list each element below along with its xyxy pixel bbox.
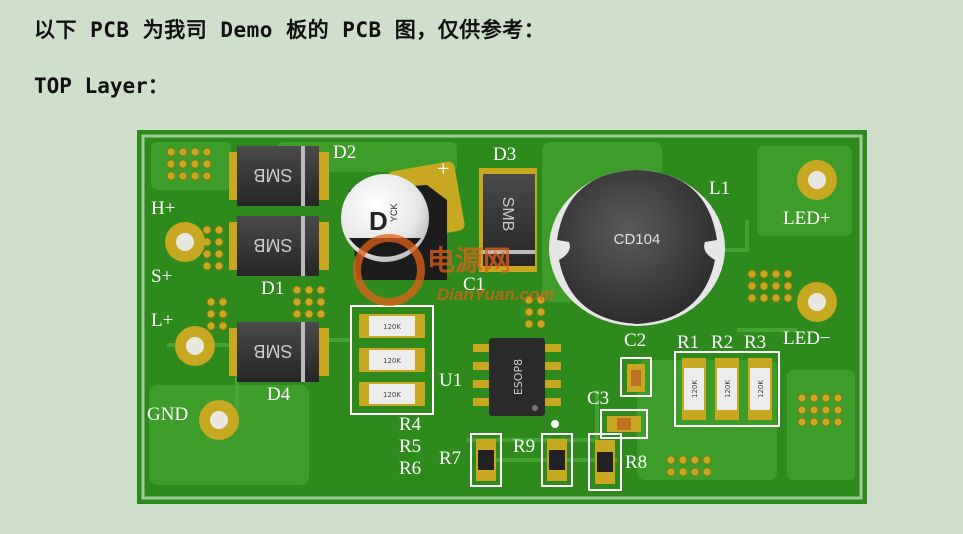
pcb-image: SMB SMB SMB SMB D YCK CD104 1 xyxy=(137,130,867,504)
inductor-l1: CD104 xyxy=(549,170,725,326)
svg-text:120K: 120K xyxy=(691,380,699,398)
label-r4: R4 xyxy=(399,414,422,435)
label-r8: R8 xyxy=(625,452,647,473)
label-gnd: GND xyxy=(147,404,188,425)
svg-text:120K: 120K xyxy=(383,391,401,399)
label-led-minus: LED− xyxy=(783,328,831,349)
label-d4: D4 xyxy=(267,384,291,405)
svg-text:120K: 120K xyxy=(383,323,401,331)
label-led-plus: LED+ xyxy=(783,208,831,229)
label-u1: U1 xyxy=(439,370,462,391)
svg-text:DianYuan.com: DianYuan.com xyxy=(437,285,554,304)
intro-text: 以下 PCB 为我司 Demo 板的 PCB 图，仅供参考： xyxy=(34,18,546,42)
layer-heading: TOP Layer： xyxy=(34,74,169,98)
diode-d3: SMB xyxy=(479,168,537,272)
label-d1: D1 xyxy=(261,278,284,299)
label-r2: R2 xyxy=(711,332,733,353)
label-c3: C3 xyxy=(587,388,609,409)
svg-text:SMB: SMB xyxy=(253,235,292,255)
label-s-plus: S+ xyxy=(151,266,172,287)
svg-text:120K: 120K xyxy=(724,380,732,398)
label-r3: R3 xyxy=(744,332,766,353)
label-r6: R6 xyxy=(399,458,421,479)
svg-text:D: D xyxy=(369,206,388,236)
svg-text:YCK: YCK xyxy=(389,203,399,222)
svg-text:SMB: SMB xyxy=(253,341,292,361)
label-l1: L1 xyxy=(709,178,730,199)
resistor-bank-r1-r3: 120K 120K 120K xyxy=(674,351,780,427)
svg-text:电源网: 电源网 xyxy=(427,244,511,277)
label-d3: D3 xyxy=(493,144,516,165)
capacitor-c2 xyxy=(620,357,652,397)
label-c1: C1 xyxy=(463,274,485,295)
label-h-plus: H+ xyxy=(151,198,175,219)
label-r7: R7 xyxy=(439,448,461,469)
label-l-plus: L+ xyxy=(151,310,173,331)
label-r9: R9 xyxy=(513,436,535,457)
label-r5: R5 xyxy=(399,436,421,457)
resistor-r9 xyxy=(541,420,573,487)
label-plus: + xyxy=(437,156,449,181)
svg-text:SMB: SMB xyxy=(253,165,292,185)
svg-text:120K: 120K xyxy=(757,380,765,398)
watermark: 电源网 DianYuan.com xyxy=(353,234,554,306)
resistor-r7 xyxy=(470,433,502,487)
svg-text:SMB: SMB xyxy=(499,197,516,232)
label-c2: C2 xyxy=(624,330,646,351)
label-r1: R1 xyxy=(677,332,699,353)
resistor-bank-r4-r6: 120K 120K 120K xyxy=(350,305,434,415)
svg-text:120K: 120K xyxy=(383,357,401,365)
diode-d2: SMB xyxy=(229,146,329,206)
terminal-pads xyxy=(165,160,837,440)
ic-u1: ESOP8 xyxy=(473,338,561,416)
label-d2: D2 xyxy=(333,142,356,163)
resistor-r8 xyxy=(588,433,622,491)
diode-d4: SMB xyxy=(229,322,329,382)
diode-d1: SMB xyxy=(229,216,329,276)
svg-text:ESOP8: ESOP8 xyxy=(512,359,525,395)
svg-text:CD104: CD104 xyxy=(614,231,661,248)
capacitor-c3 xyxy=(600,409,648,439)
